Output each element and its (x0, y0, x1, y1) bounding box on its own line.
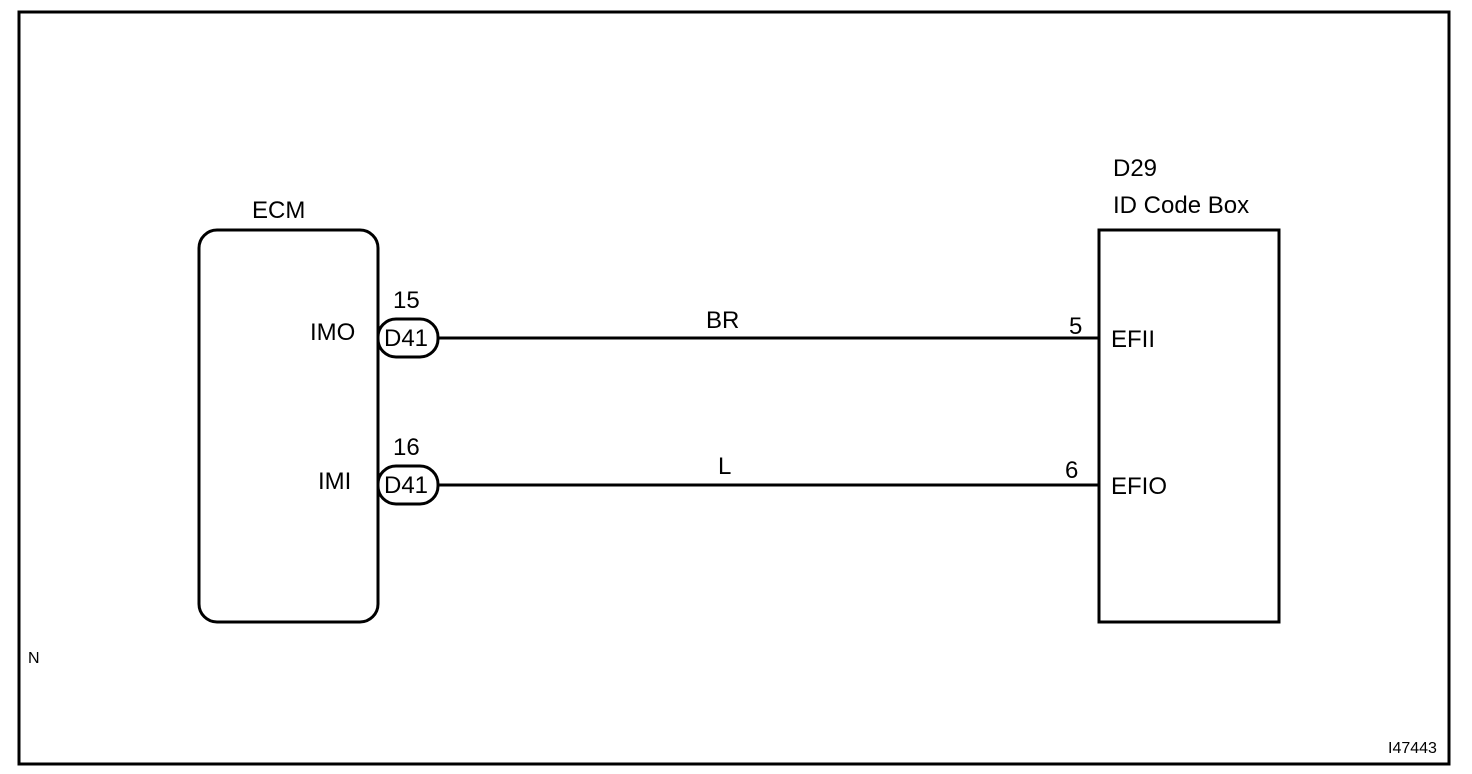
ecm-pin-number-15: 15 (393, 287, 420, 314)
ecm-pin-label-imo: IMO (310, 319, 355, 346)
id-box-pin-number-6: 6 (1065, 457, 1078, 484)
wire-br-color-label: BR (706, 307, 739, 334)
wire-l-color-label: L (718, 453, 731, 480)
id-box-pin-label-efii: EFII (1111, 326, 1155, 353)
id-code-box-title: ID Code Box (1113, 192, 1249, 219)
id-box-pin-number-5: 5 (1069, 313, 1082, 340)
connector-d41-upper-label: D41 (384, 325, 428, 352)
corner-mark: N (28, 650, 40, 667)
id-code-box (1097, 228, 1281, 624)
ecm-pin-label-imi: IMI (318, 468, 351, 495)
connector-d41-lower-label: D41 (384, 472, 428, 499)
ecm-title: ECM (252, 197, 305, 224)
id-box-pin-label-efio: EFIO (1111, 473, 1167, 500)
id-code-box-connector: D29 (1113, 155, 1157, 182)
figure-id: I47443 (1388, 740, 1437, 757)
ecm-box (197, 228, 380, 624)
diagram-frame (17, 10, 1451, 766)
ecm-pin-number-16: 16 (393, 434, 420, 461)
